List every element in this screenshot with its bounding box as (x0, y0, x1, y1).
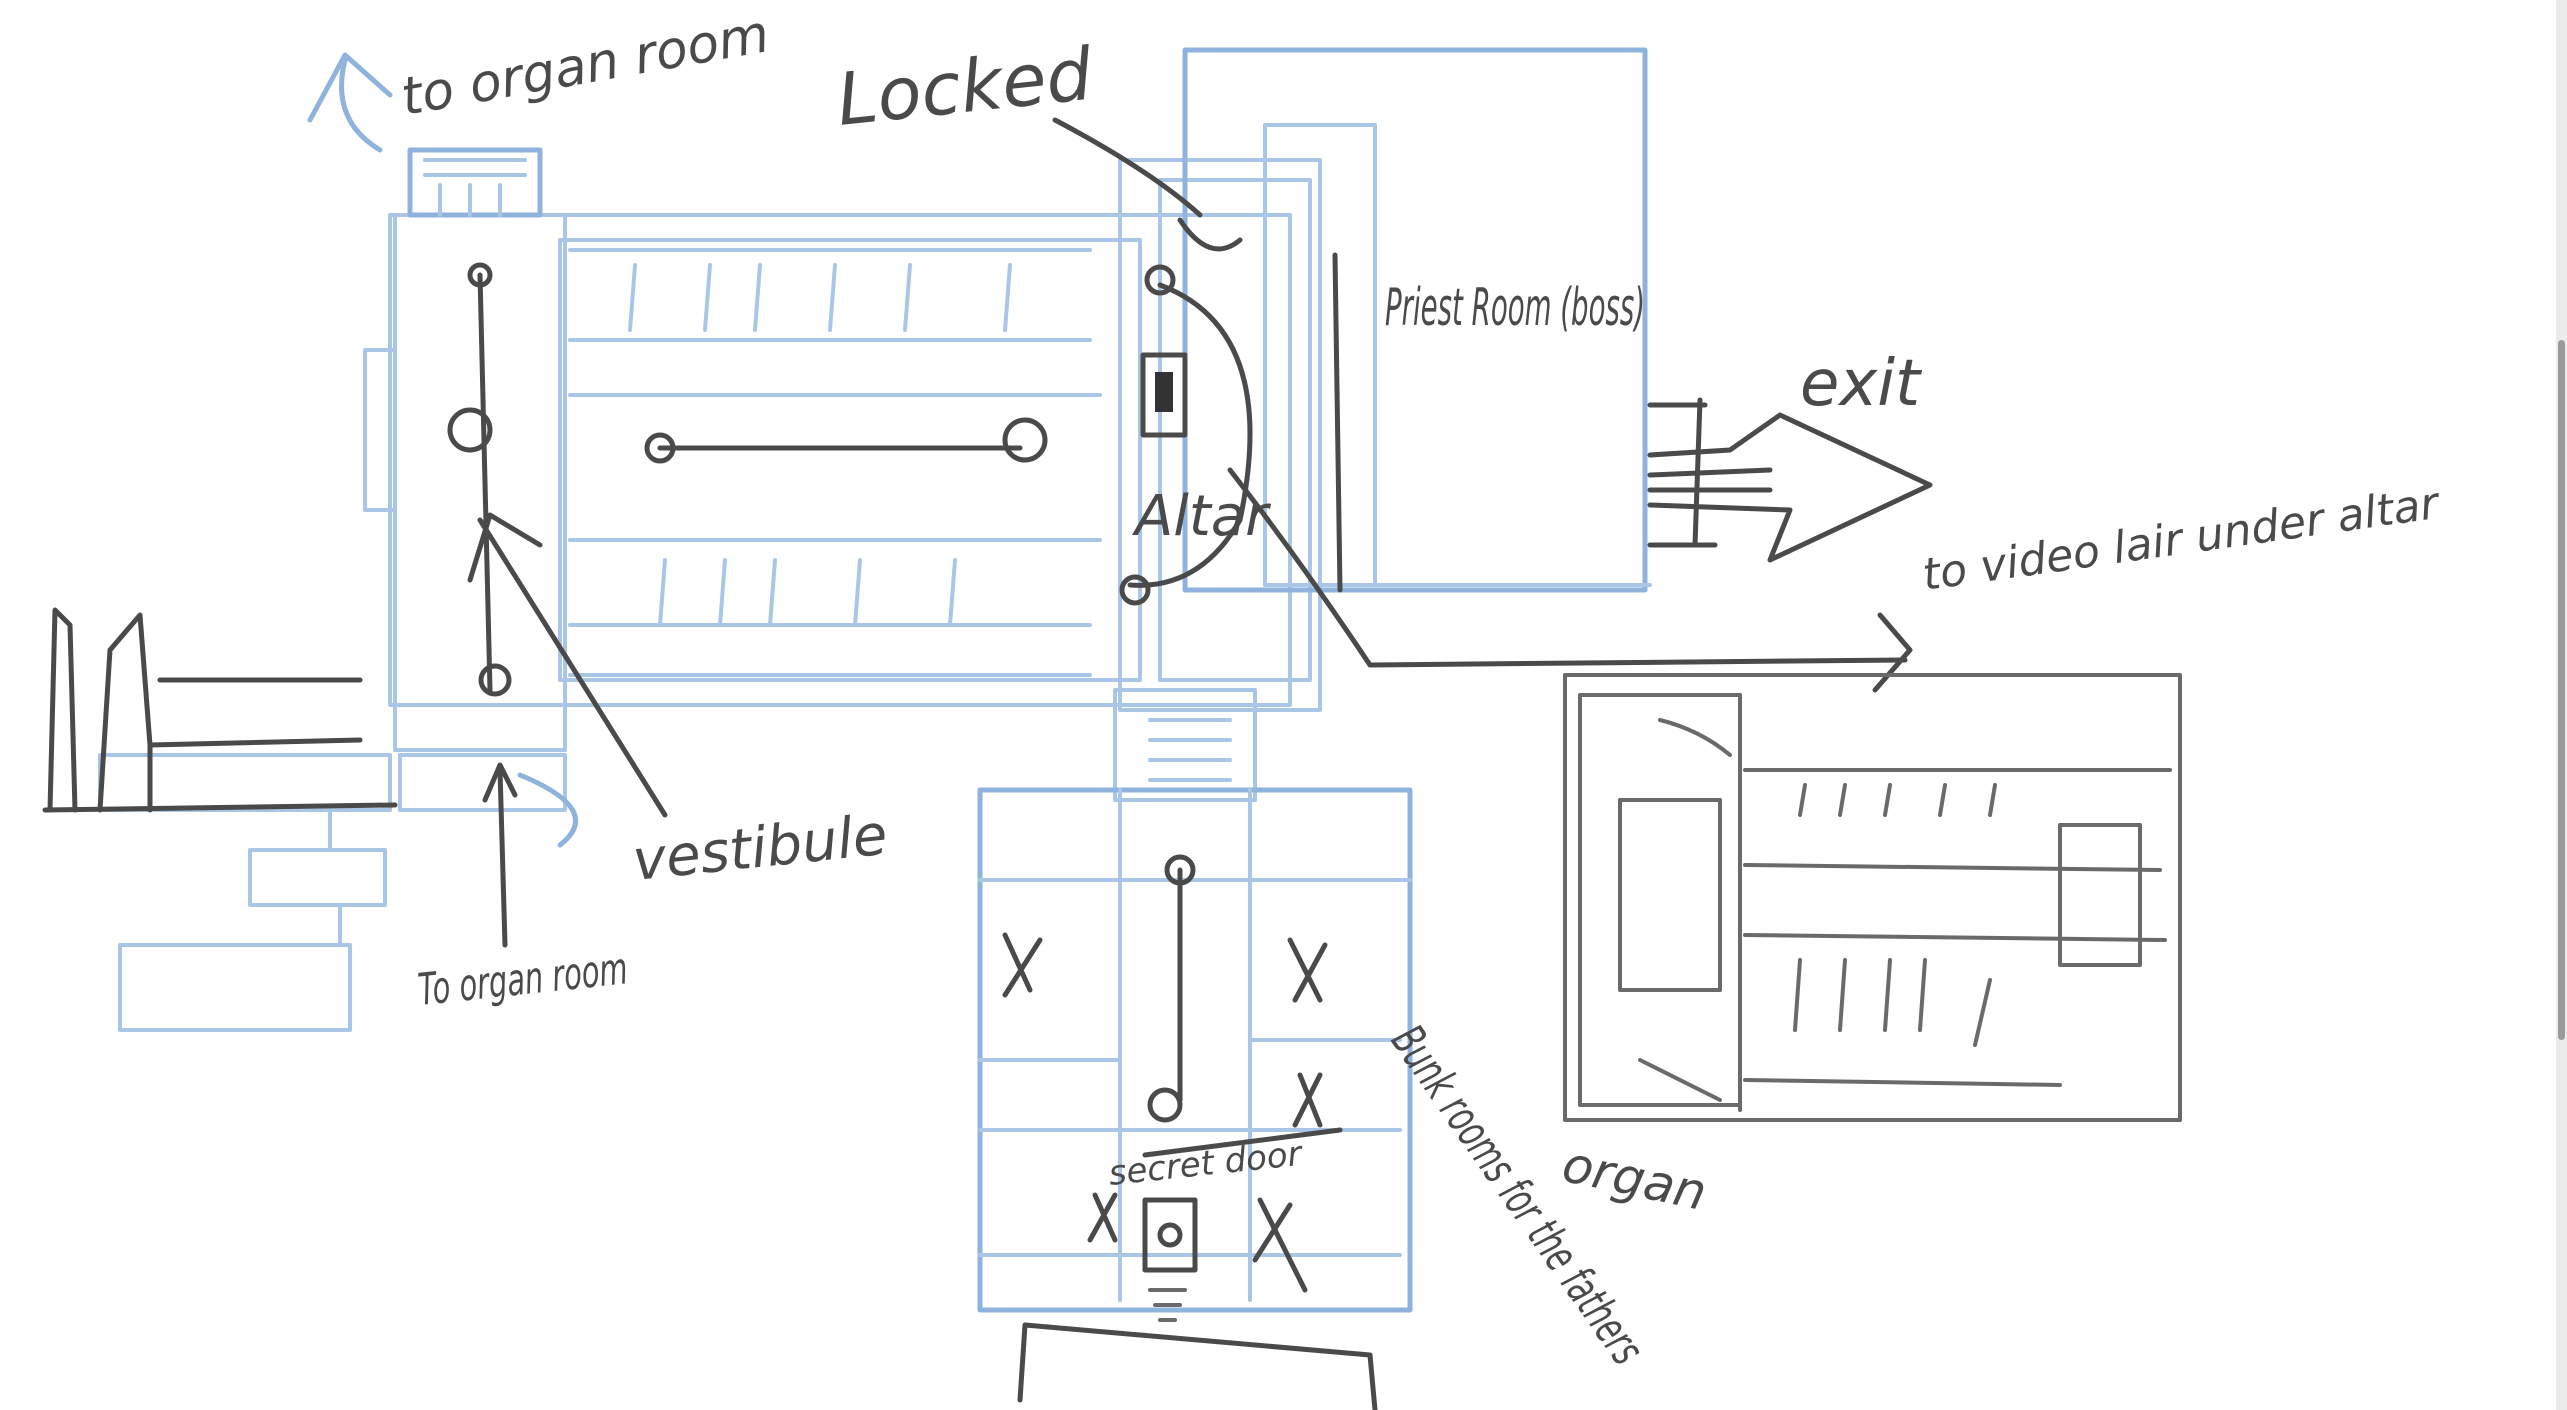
bunk-rooms-block (977, 787, 1413, 1313)
label-exit: exit (1800, 347, 1923, 421)
labels: to organ room Locked Priest Room (boss) … (397, 4, 2444, 1374)
priest-room-wall (1182, 47, 1648, 593)
ledge (147, 737, 363, 748)
x-mark (1292, 1072, 1323, 1128)
node (1147, 1087, 1183, 1123)
priest-wall-ink (1332, 252, 1343, 593)
spire (97, 612, 153, 813)
to-organ-room-arrowhead (482, 762, 518, 803)
label-organ: organ (1558, 1135, 1712, 1222)
nave-inner-wall (558, 238, 1142, 682)
pews-top (628, 263, 1012, 332)
chancel-inner (1158, 178, 1312, 682)
blue-structure (98, 47, 1652, 1313)
label-vestibule: vestibule (630, 803, 891, 894)
node (478, 663, 512, 697)
corridor (1113, 688, 1257, 802)
node (447, 407, 493, 453)
secret-door-knob (1157, 1222, 1183, 1248)
spire (47, 607, 78, 813)
ink-details (42, 117, 2182, 1410)
vestibule-arrowhead (467, 512, 543, 583)
nave-outer-wall (388, 213, 1292, 707)
video-lair-curve (1638, 1058, 1722, 1102)
video-lair-curve (1658, 718, 1732, 757)
node (1119, 574, 1151, 606)
video-lair-seats (1793, 783, 1997, 1047)
bunk-x-marks (1002, 932, 1328, 1293)
label-altar: Altar (1132, 484, 1271, 549)
x-mark (1287, 937, 1328, 1003)
locked-pointer (1052, 117, 1203, 218)
corridor-steps (1148, 718, 1232, 782)
label-to-organ-room-top: to organ room (397, 4, 774, 128)
exit-arrow-line (1647, 467, 1773, 478)
x-mark (1002, 932, 1043, 998)
chancel (1118, 158, 1322, 712)
secret-door-line (1142, 1127, 1343, 1158)
scrollbar-thumb[interactable] (2558, 340, 2565, 1040)
organ-room-arrowhead (307, 52, 393, 123)
locked-door (1177, 217, 1243, 252)
altar-block (1140, 352, 1188, 438)
video-lair-left (1578, 693, 1742, 1107)
vestibule-side-notch (363, 348, 397, 512)
secret-door-block (1142, 1197, 1198, 1273)
node (467, 262, 493, 288)
video-lair-screen (1618, 798, 1722, 992)
video-lair-line (1743, 933, 2167, 942)
video-lair-outer (1563, 673, 2182, 1122)
secret-path (1227, 467, 1908, 668)
bottom-room (1017, 1322, 1378, 1410)
node (1164, 854, 1196, 886)
priest-room-passage (1263, 123, 1377, 587)
altar-arc (1127, 282, 1253, 588)
video-lair-line (1743, 1078, 2062, 1087)
node (1144, 264, 1176, 296)
vestibule-path (477, 272, 493, 693)
label-to-organ-room-bottom: To organ room (416, 943, 630, 1016)
label-to-video-lair: to video lair under altar (1919, 478, 2444, 601)
left-stairs (98, 753, 567, 1032)
vestibule-pointer (477, 517, 668, 818)
secret-path-arrowhead (1872, 612, 1913, 693)
vertical-scrollbar[interactable] (2556, 0, 2567, 1410)
organ-room-curve-arrow (339, 57, 383, 153)
x-mark (1252, 1197, 1308, 1293)
stairs-top-block (407, 147, 543, 218)
node (1002, 417, 1048, 463)
label-priest-room: Priest Room (boss) (1385, 278, 1645, 338)
pews-bottom (658, 558, 957, 627)
to-organ-room-arrow (497, 767, 508, 948)
label-locked: Locked (833, 32, 1097, 142)
video-lair-line (1743, 863, 2162, 872)
ledge (42, 802, 398, 813)
video-lair-box (2058, 823, 2142, 967)
x-mark (1087, 1192, 1118, 1243)
label-secret-door: secret door (1107, 1134, 1306, 1194)
node (644, 432, 676, 464)
vestibule-curve-arrow (517, 772, 579, 848)
exit-arrow (1647, 412, 1933, 563)
altar-block-fill (1155, 372, 1173, 412)
